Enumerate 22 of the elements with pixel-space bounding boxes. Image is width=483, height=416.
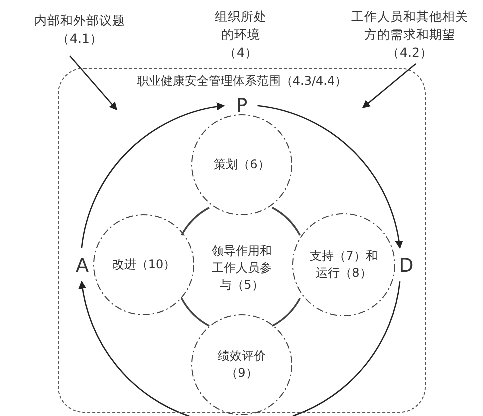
arrow bbox=[79, 280, 192, 416]
clause-circle bbox=[191, 114, 293, 216]
core-label: 领导作用和工作人员参与（5） bbox=[207, 233, 277, 303]
context-label: 组织所处的环境（4） bbox=[214, 8, 268, 62]
clause-circle bbox=[191, 314, 293, 416]
input-label: 内部和外部议题（4.1） bbox=[10, 12, 150, 52]
arrow bbox=[258, 105, 403, 250]
clause-label: 绩效评价（9） bbox=[217, 348, 267, 382]
input-label: 工作人员和其他相关方的需求和期望（4.2） bbox=[340, 8, 480, 64]
clause-circle bbox=[292, 213, 396, 317]
clause-label: 改进（10） bbox=[111, 256, 177, 274]
scope-box bbox=[58, 68, 426, 413]
phase-letter: D bbox=[399, 255, 414, 277]
scope-title: 职业健康安全管理体系范围（4.3/4.4） bbox=[136, 73, 348, 90]
clause-circle bbox=[93, 214, 195, 316]
arrow bbox=[81, 103, 226, 248]
clause-label: 策划（6） bbox=[213, 156, 271, 174]
arrow bbox=[70, 56, 118, 111]
arrow bbox=[362, 64, 416, 108]
phase-letter: A bbox=[75, 255, 90, 277]
phase-letter: P bbox=[233, 95, 251, 117]
clause-label: 支持（7）和运行（8） bbox=[309, 248, 379, 282]
